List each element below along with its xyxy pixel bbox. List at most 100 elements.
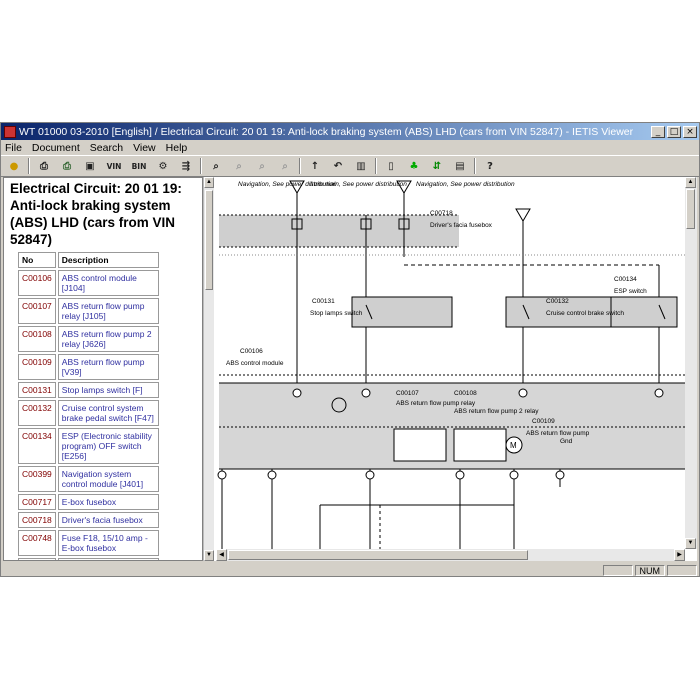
print-preview-icon[interactable]: ⎙: [63, 160, 71, 172]
diagram-horizontal-scrollbar[interactable]: ◀ ▶: [216, 549, 685, 561]
scroll-up-arrow[interactable]: ▲: [204, 177, 214, 188]
tree-icon[interactable]: ♣: [409, 160, 419, 172]
scroll-left-arrow[interactable]: ◀: [216, 549, 227, 561]
component-number[interactable]: C00107: [18, 298, 56, 324]
scroll-thumb[interactable]: [228, 550, 528, 560]
label-c00107: C00107: [396, 390, 419, 397]
help-icon[interactable]: ?: [487, 160, 493, 172]
component-number[interactable]: C00132: [18, 400, 56, 426]
table-row[interactable]: C00754Fuse F24, 50 amp -: [18, 558, 159, 560]
scroll-down-arrow[interactable]: ▼: [204, 550, 214, 561]
settings-icon[interactable]: ⚙: [158, 160, 168, 172]
wiring-diagram-svg: M: [217, 180, 685, 549]
component-description[interactable]: Cruise control system brake pedal switch…: [57, 400, 159, 426]
component-description[interactable]: Stop lamps switch [F]: [57, 382, 159, 398]
close-button[interactable]: ×: [683, 125, 697, 138]
toolbar-separator: [299, 158, 301, 174]
up-icon[interactable]: ↑: [310, 160, 320, 172]
label-esp-switch: ESP switch: [614, 288, 647, 295]
menu-view[interactable]: View: [133, 141, 156, 154]
diagram-vertical-scrollbar[interactable]: ▲ ▼: [685, 177, 697, 549]
status-cell-empty: [602, 565, 633, 576]
binoculars-icon[interactable]: ⌕: [213, 160, 219, 172]
component-description[interactable]: ABS return flow pump 2 relay [J626]: [57, 326, 159, 352]
find-next-icon[interactable]: ⌕: [259, 160, 265, 172]
open-icon[interactable]: ●: [9, 160, 19, 172]
back-icon[interactable]: ↶: [333, 160, 343, 172]
circuit-index-pane: Electrical Circuit: 20 01 19: Anti-lock …: [3, 177, 203, 561]
component-description[interactable]: Navigation system control module [J401]: [57, 466, 159, 492]
component-number[interactable]: C00134: [18, 428, 56, 464]
component-description[interactable]: ABS control module [J104]: [57, 270, 159, 296]
zoom-icon[interactable]: ⇵: [432, 160, 442, 172]
app-icon: [4, 125, 16, 138]
toolbar: ● ⎙ ⎙ ▣ VIN BIN ⚙ ⇶ ⌕ ⌕ ⌕ ⌕ ↑ ↶ ▥ ▯ ♣ ⇵ …: [1, 155, 699, 177]
component-description[interactable]: Fuse F24, 50 amp -: [57, 558, 159, 560]
component-number[interactable]: C00717: [18, 494, 56, 510]
component-description[interactable]: E-box fusebox: [57, 494, 159, 510]
menu-search[interactable]: Search: [89, 141, 124, 154]
component-number[interactable]: C00106: [18, 270, 56, 296]
vin-button[interactable]: VIN: [106, 161, 122, 171]
menu-file[interactable]: File: [5, 141, 22, 154]
scroll-thumb[interactable]: [205, 190, 213, 290]
scroll-down-arrow[interactable]: ▼: [685, 538, 696, 549]
menu-document[interactable]: Document: [31, 141, 80, 154]
find-previous-icon[interactable]: ⌕: [236, 160, 242, 172]
scroll-right-arrow[interactable]: ▶: [674, 549, 685, 561]
component-number[interactable]: C00131: [18, 382, 56, 398]
label-abs-pump: ABS return flow pump: [526, 430, 590, 437]
menu-bar: File Document Search View Help: [1, 140, 699, 155]
minimize-button[interactable]: _: [651, 125, 665, 138]
component-description[interactable]: ABS return flow pump [V39]: [57, 354, 159, 380]
svg-text:M: M: [510, 441, 517, 450]
print-icon[interactable]: ⎙: [40, 160, 48, 172]
column-header-no: No: [18, 252, 56, 268]
label-c00134: C00134: [614, 276, 637, 283]
component-description[interactable]: Fuse F18, 15/10 amp - E-box fusebox: [57, 530, 159, 556]
book-icon[interactable]: ▥: [356, 160, 366, 172]
connect-icon[interactable]: ⇶: [181, 160, 191, 172]
wiring-diagram[interactable]: M: [216, 177, 685, 549]
scroll-thumb[interactable]: [686, 189, 695, 229]
label-abs-relay-1: ABS return flow pump relay: [396, 400, 476, 407]
layout-icon[interactable]: ▤: [455, 160, 465, 172]
scroll-up-arrow[interactable]: ▲: [685, 177, 696, 188]
label-c00132: C00132: [546, 298, 569, 305]
left-pane-scrollbar[interactable]: ▲ ▼: [203, 177, 214, 561]
component-number[interactable]: C00718: [18, 512, 56, 528]
component-number[interactable]: C00754: [18, 558, 56, 560]
label-gnd: Gnd: [560, 438, 573, 445]
label-c00106: C00106: [240, 348, 263, 355]
component-description[interactable]: Driver's facia fusebox: [57, 512, 159, 528]
label-abs-relay-2: ABS return flow pump 2 relay: [454, 408, 539, 415]
column-header-description: Description: [57, 252, 159, 268]
menu-help[interactable]: Help: [165, 141, 188, 154]
component-number[interactable]: C00748: [18, 530, 56, 556]
page-icon[interactable]: ▯: [388, 160, 394, 172]
component-number[interactable]: C00399: [18, 466, 56, 492]
component-description[interactable]: ESP (Electronic stability program) OFF s…: [57, 428, 159, 464]
find-all-icon[interactable]: ⌕: [282, 160, 288, 172]
save-icon[interactable]: ▣: [85, 160, 95, 172]
component-description[interactable]: ABS return flow pump relay [J105]: [57, 298, 159, 324]
bin-button[interactable]: BIN: [131, 161, 147, 171]
note-navigation-2: Navigation, See power distribution: [416, 181, 515, 188]
label-c00108: C00108: [454, 390, 477, 397]
component-number[interactable]: C00108: [18, 326, 56, 352]
component-number[interactable]: C00109: [18, 354, 56, 380]
toolbar-separator: [28, 158, 30, 174]
label-cruise-control-switch: Cruise control brake switch: [546, 310, 624, 317]
maximize-button[interactable]: □: [667, 125, 681, 138]
